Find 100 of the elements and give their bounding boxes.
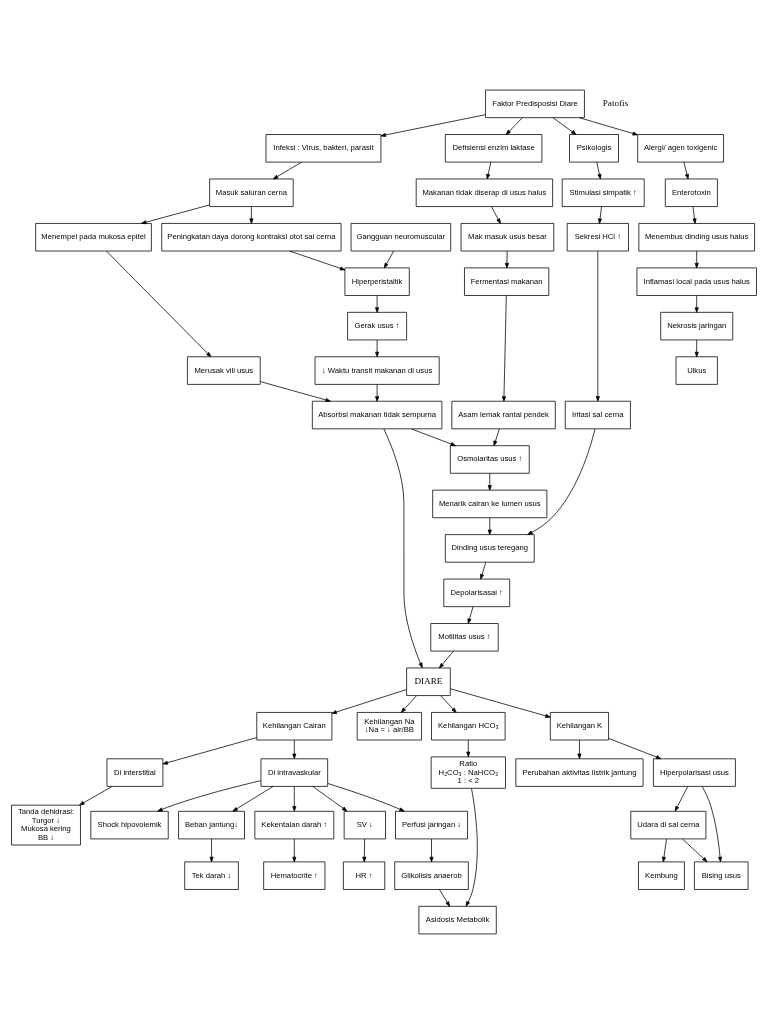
arrow [505, 117, 523, 135]
node-box: Menempel pada mukosa epitel [35, 223, 152, 252]
node-box: Kehilangan K [549, 712, 609, 741]
node-box: Hiperpolarisasi usus [653, 758, 736, 787]
node-box: Motilitas usus ↑ [430, 623, 499, 652]
node-box: Udara di sal cerna [630, 810, 707, 840]
node-box: Psikologis [569, 134, 619, 163]
node-box: Di interstitial [106, 758, 164, 787]
node-box: Osmolaritas usus ↑ [449, 445, 530, 474]
label: Patofis [602, 98, 629, 109]
arrow [596, 161, 602, 180]
node-box: DIARE [406, 667, 451, 696]
arrow [694, 250, 699, 269]
node-box: Fermentasi makanan [464, 267, 550, 296]
node-box: Inflamasi local pada usus halus [636, 267, 757, 296]
node-box: ↓ Waktu transit makanan di usus [314, 356, 440, 385]
node-box: Nekrosis jaringan [660, 311, 734, 341]
arrow [674, 786, 689, 812]
node-box: Ratio H₂CO₃ : NaHCO₃ 1 : < 2 [430, 756, 506, 789]
node-box: SV ↓ [343, 810, 386, 840]
arrow [362, 838, 367, 863]
node-box: Hematocrite ↑ [263, 861, 326, 890]
node-box: Tek darah ↓ [184, 861, 239, 890]
arrow [259, 381, 331, 402]
arrow [411, 428, 456, 447]
arrow [450, 688, 551, 718]
node-box: Depolarisasai ↑ [443, 578, 511, 608]
arrow [383, 428, 423, 669]
node-box: Stimulasi simpatik ↑ [561, 178, 645, 207]
arrow [598, 206, 603, 224]
arrow [289, 250, 346, 271]
arrow [106, 250, 212, 358]
arrow [527, 428, 596, 535]
arrow [493, 428, 500, 447]
node-box: Bising usus [694, 861, 749, 890]
arrow [292, 739, 297, 759]
node-box: Kembung [638, 861, 685, 890]
arrow [487, 473, 492, 491]
arrow [429, 838, 434, 863]
arrow [383, 250, 394, 269]
node-box: Ulkus [675, 356, 718, 385]
node-box: Kehilangan Na ↓Na = ↓ air/BB [356, 712, 422, 741]
node-box: Faktor Predisposisi Diare [485, 89, 585, 119]
node-box: Gerak usus ↑ [347, 311, 407, 341]
arrow [578, 117, 638, 136]
arrow [577, 739, 582, 759]
arrow [692, 206, 697, 224]
arrow [272, 161, 302, 180]
arrow [249, 206, 254, 224]
arrow [504, 250, 509, 269]
node-box: Enterotoxin [664, 178, 718, 207]
arrow [466, 739, 471, 758]
node-box: Makanan tidak diserap di usus halus [415, 178, 553, 207]
arrow [162, 737, 258, 765]
node-box: Shock hipovolemik [90, 810, 169, 840]
node-box: Asam lemak rantai pendek [451, 400, 556, 430]
arrow [79, 786, 113, 806]
arrow [491, 206, 501, 224]
arrow [157, 780, 262, 812]
node-box: Iritasi sal cerna [564, 400, 631, 430]
node-box: Perubahan aktivitas listrik jantung [515, 758, 644, 787]
arrow [661, 838, 667, 863]
arrow [141, 204, 210, 225]
node-box: Asidosis Metabolik [418, 905, 497, 935]
node-box: Masuk saluran cerna [209, 178, 294, 207]
node-box: Defisiensi enzim laktase [444, 134, 543, 163]
node-box: Merusak vili usus [187, 356, 261, 385]
node-box: Tanda dehidrasi: Turgor ↓ Mukosa kering BB ↓ [11, 804, 81, 846]
arrow [375, 295, 380, 313]
arrow [375, 384, 380, 402]
node-box: Peningkatan daya dorong kontraksi otot sal cerna [161, 223, 342, 252]
node-box: Mak masuk usus besar [460, 223, 555, 252]
arrow [694, 295, 699, 313]
arrow [694, 339, 699, 358]
arrow [608, 738, 662, 760]
arrow [327, 783, 405, 812]
node-box: Beban jantung↓ [178, 810, 245, 840]
arrow [502, 295, 507, 402]
arrow [465, 788, 478, 907]
arrow [439, 889, 451, 907]
arrow [487, 517, 492, 535]
node-box: Alergi/ agen toxigenic [637, 134, 724, 163]
node-box: Kekentalan darah ↑ [254, 810, 335, 840]
node-box: Perfusi jaringan ↓ [395, 810, 468, 840]
arrow [232, 786, 274, 812]
arrow [552, 117, 577, 135]
node-box: HR ↑ [343, 861, 386, 890]
arrow [486, 161, 492, 180]
arrow [400, 695, 417, 713]
node-box: Infeksi : Virus, bakteri, parasit [265, 134, 382, 163]
arrow [595, 250, 600, 402]
arrow [375, 339, 380, 358]
arrow [439, 650, 454, 669]
node-box: Kehilangan HCO₃ [431, 712, 506, 741]
arrow [312, 786, 348, 812]
arrow [682, 838, 708, 863]
arrow [380, 114, 486, 137]
arrow [292, 786, 297, 812]
node-box: Gangguan neuromuscular [350, 223, 452, 252]
node-box: Kehilangan Cairan [256, 712, 333, 741]
